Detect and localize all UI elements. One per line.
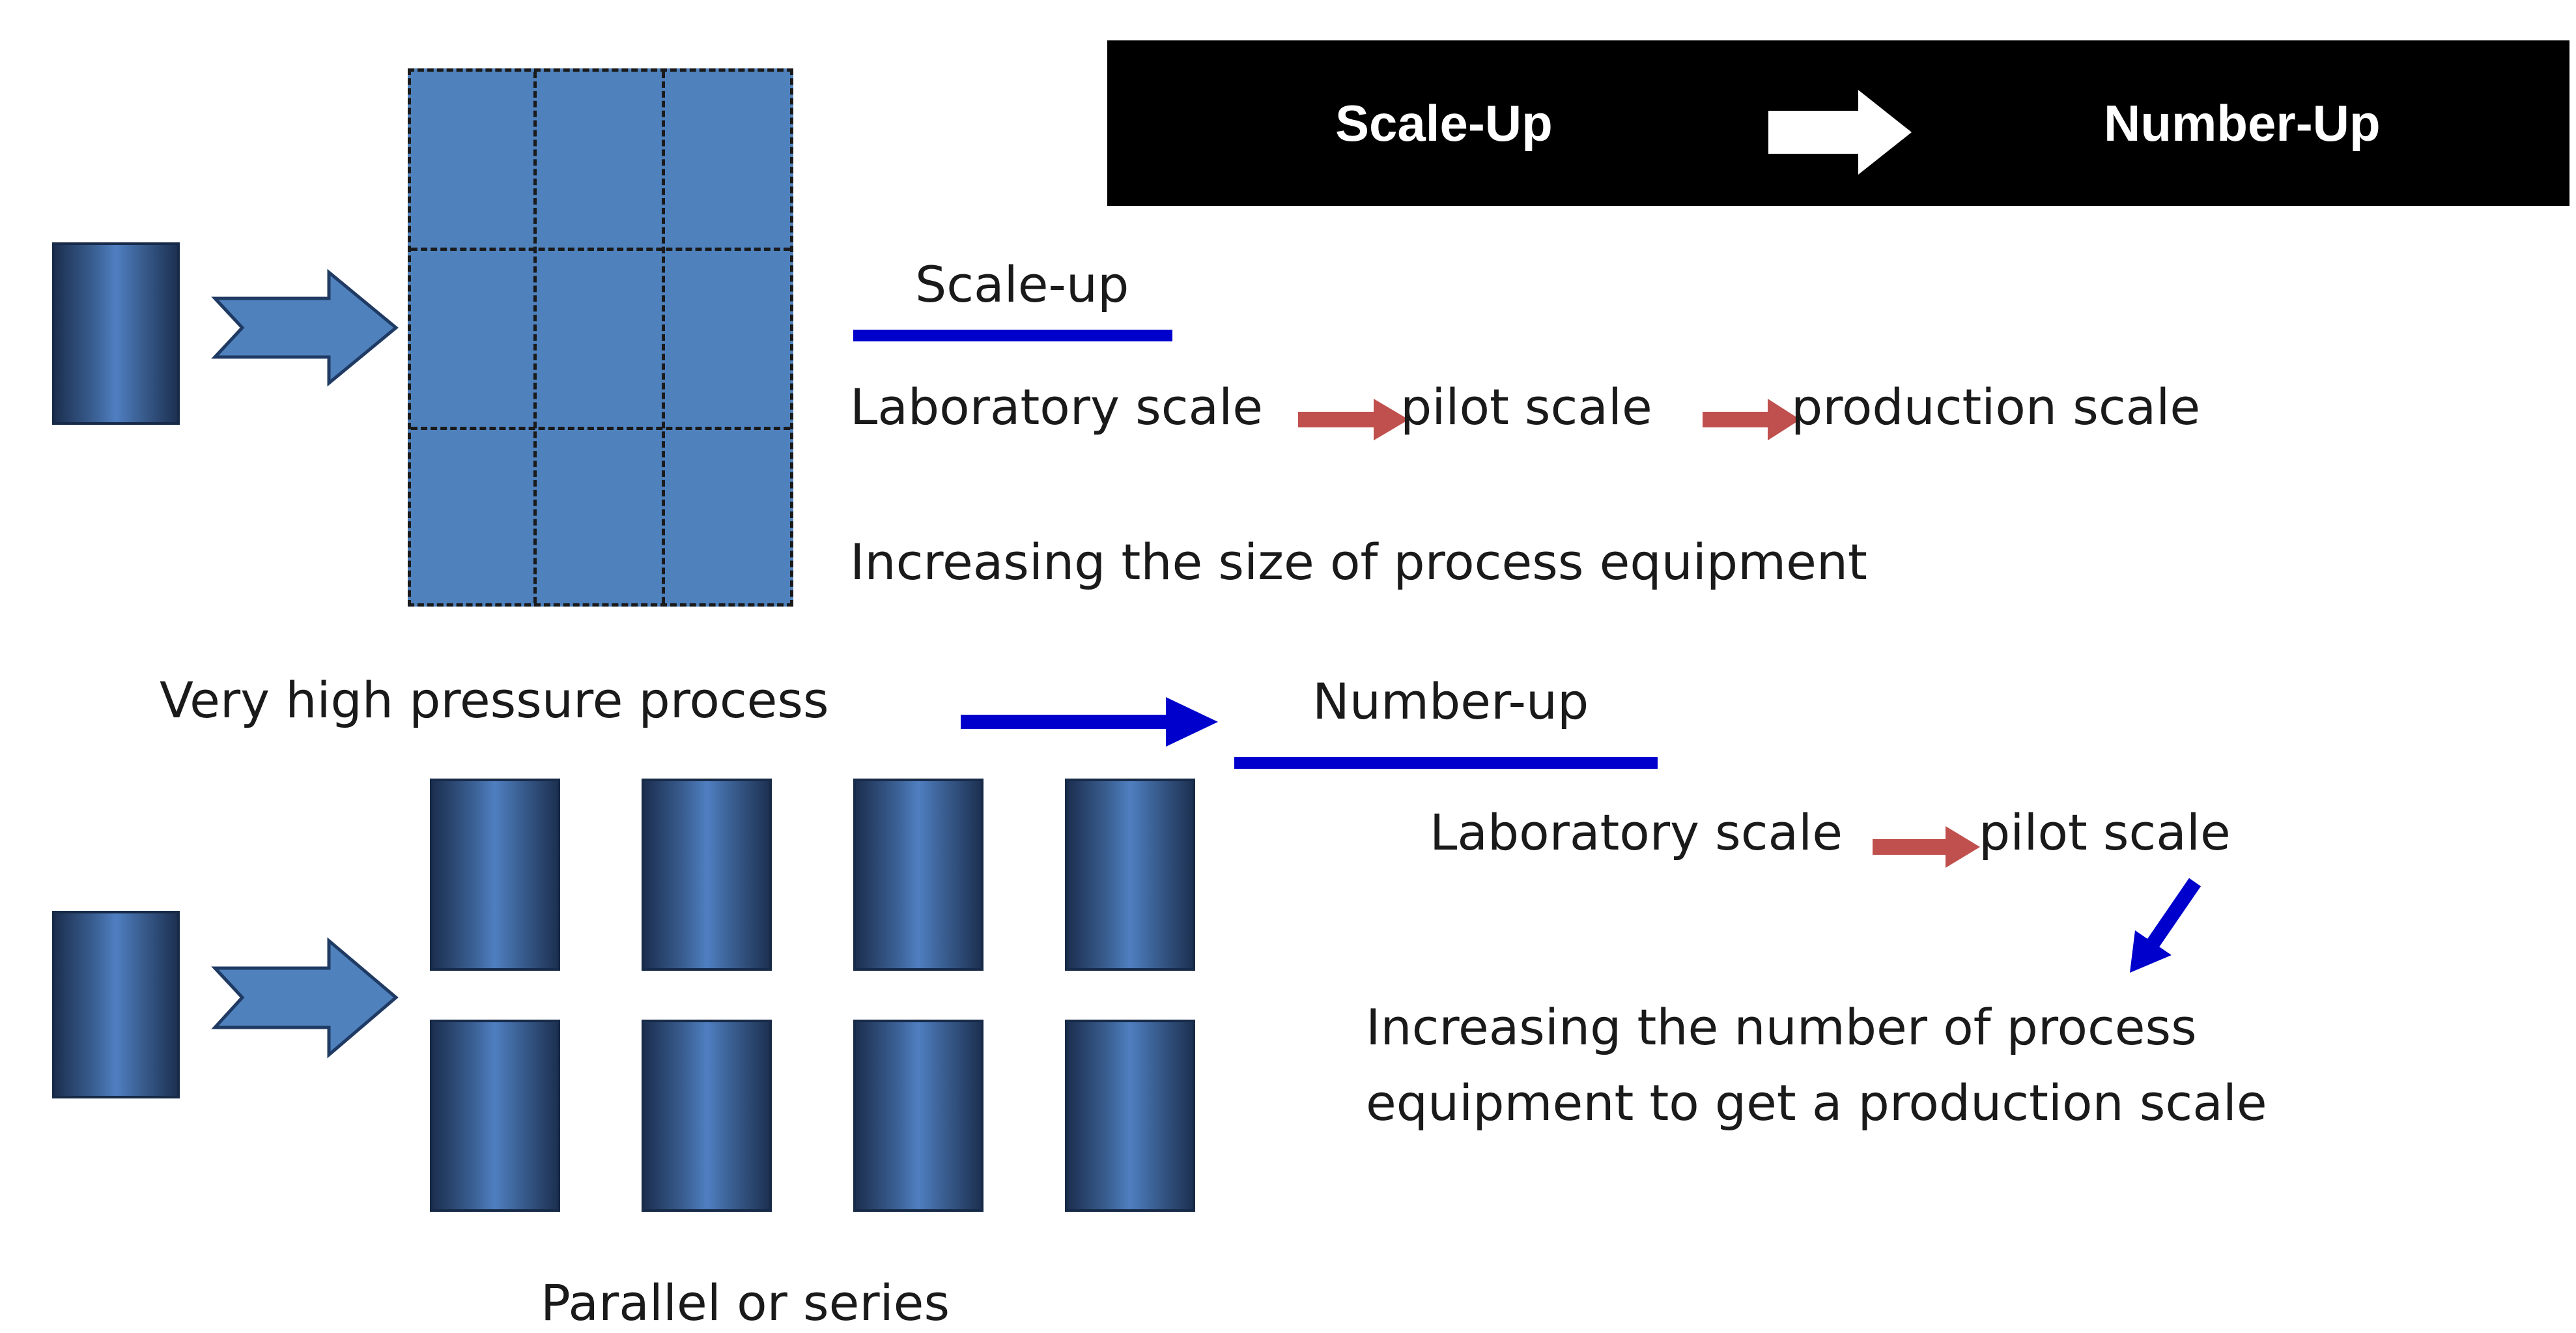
number-up-step-pilot: pilot scale (1979, 803, 2231, 861)
parallel-reactor (642, 779, 772, 971)
parallel-reactor (642, 1020, 772, 1212)
number-up-step-laboratory: Laboratory scale (1430, 803, 1843, 861)
scale-up-underline (853, 330, 1172, 341)
chevron-arrow-top-icon (211, 268, 399, 387)
blue-arrow-icon (961, 697, 1218, 747)
single-reactor-top (52, 242, 180, 425)
number-up-underline (1234, 757, 1658, 769)
red-arrow-icon (1298, 399, 1409, 440)
scale-up-description: Increasing the size of process equipment (850, 533, 1867, 591)
large-equipment-grid (408, 68, 793, 607)
parallel-or-series-caption: Parallel or series (541, 1274, 950, 1332)
parallel-reactor (1065, 779, 1195, 971)
scale-up-step-pilot: pilot scale (1400, 378, 1652, 436)
banner-arrow-icon (1768, 90, 1912, 175)
banner-scale-up-label: Scale-Up (1335, 94, 1553, 152)
banner-number-up-label: Number-Up (2104, 94, 2381, 152)
single-reactor-bottom (52, 911, 180, 1098)
scale-up-step-production: production scale (1791, 378, 2201, 436)
number-up-description-line2: equipment to get a production scale (1366, 1074, 2267, 1132)
parallel-reactor (430, 1020, 560, 1212)
red-arrow-icon (1703, 399, 1800, 440)
diagonal-blue-arrow-icon (2130, 878, 2201, 973)
number-up-description-line1: Increasing the number of process (1366, 998, 2197, 1056)
very-high-pressure-caption: Very high pressure process (160, 671, 829, 729)
scale-up-step-laboratory: Laboratory scale (850, 378, 1263, 436)
red-arrow-icon (1873, 826, 1980, 868)
parallel-reactor (430, 779, 560, 971)
number-up-heading: Number-up (1312, 672, 1589, 730)
parallel-reactor (853, 1020, 984, 1212)
parallel-reactor (853, 779, 984, 971)
scale-up-heading: Scale-up (915, 255, 1129, 313)
scale-up-number-up-banner: Scale-Up Number-Up (1107, 40, 2569, 206)
parallel-reactor (1065, 1020, 1195, 1212)
chevron-arrow-bottom-icon (211, 937, 399, 1059)
